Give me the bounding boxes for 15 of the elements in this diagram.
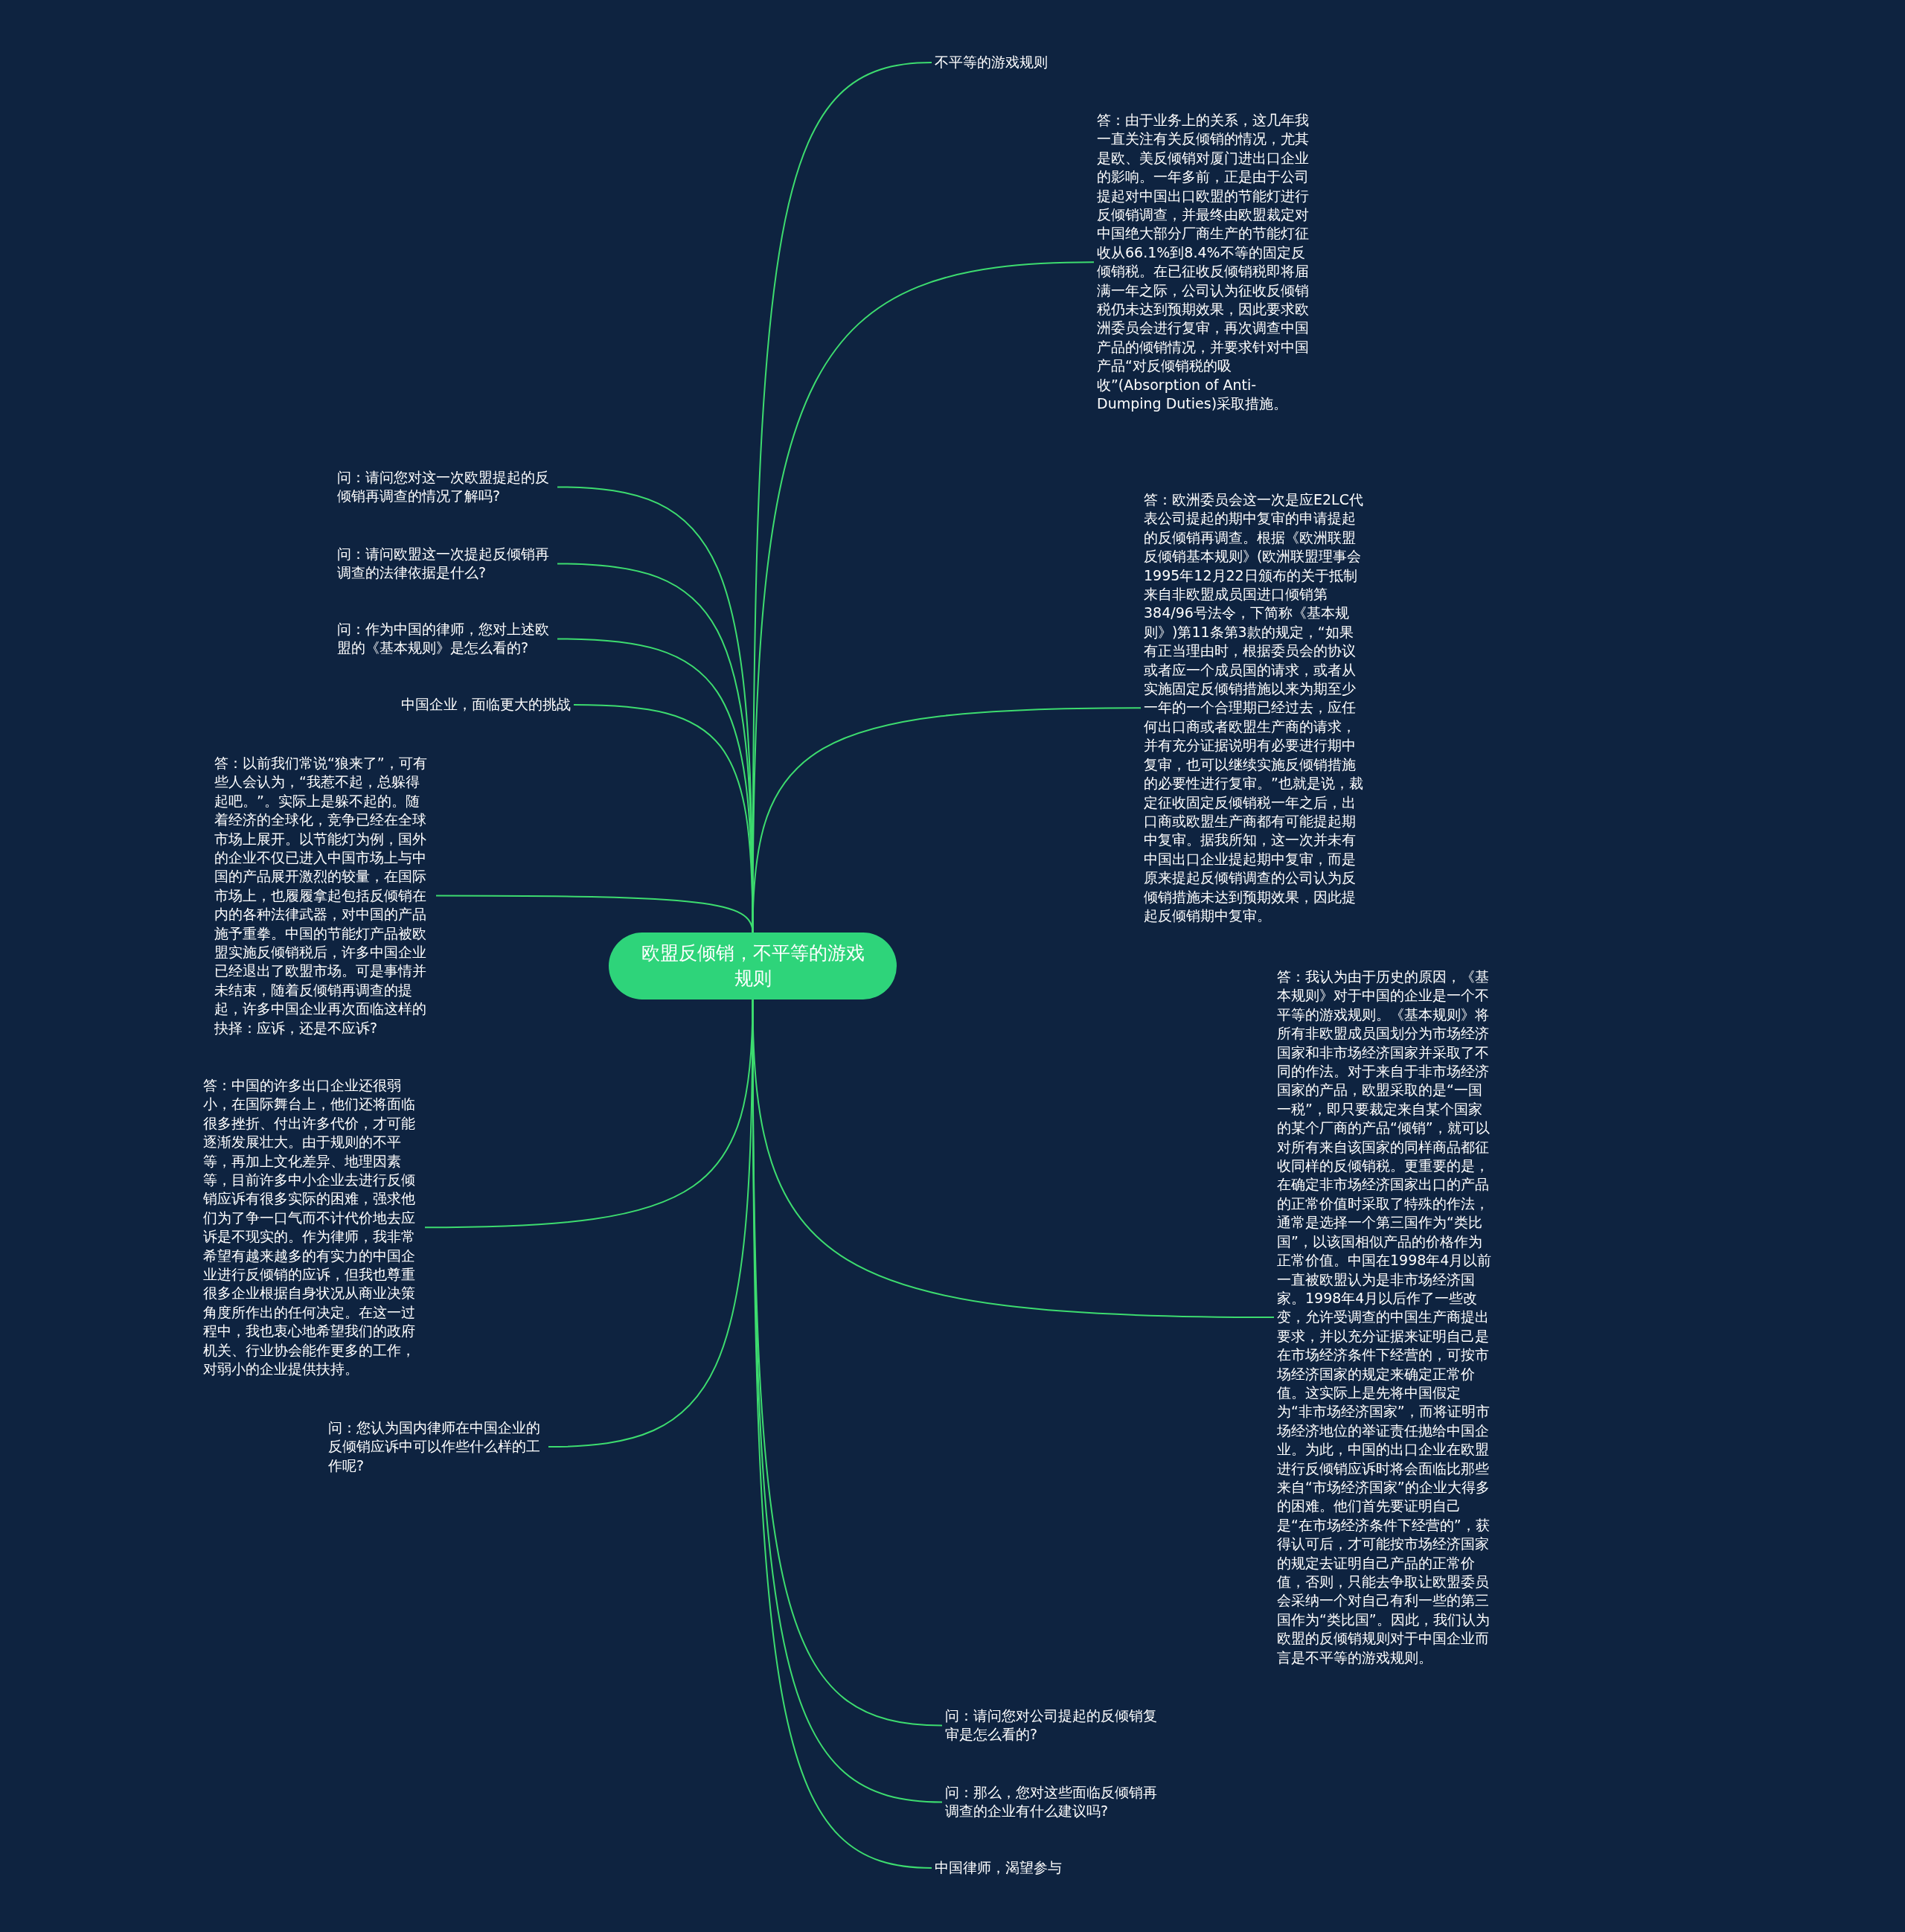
- topic-text: 中国企业，面临更大的挑战: [401, 695, 571, 714]
- topic-text: 不平等的游戏规则: [935, 53, 1048, 72]
- topic-text: 问：请问您对这一次欧盟提起的反倾销再调查的情况了解吗?: [337, 468, 554, 506]
- topic-text: 答：由于业务上的关系，这几年我一直关注有关反倾销的情况，尤其是欧、美反倾销对厦门进出口企业的影响。一年多前，正是由于公司提起对中国出口欧盟的节能灯进行反倾销调查，并最终由欧盟裁定对中国绝大部分厂商生产的节能灯征收从66.1%到8.4%不等的固定反倾销税。在已征收反倾销税即将届满一年之际，公司认为征收反倾销税仍未达到预期效果，因此要求欧洲委员会进行复审，再次调查中国产品的倾销情况，并要求针对中国产品“对反倾销税的吸收”(Absorption of Anti-Dumping Duties)采取措施。: [1097, 111, 1317, 414]
- topic-text: 问：作为中国的律师，您对上述欧盟的《基本规则》是怎么看的?: [337, 620, 554, 658]
- topic-text: 问：您认为国内律师在中国企业的反倾销应诉中可以作些什么样的工作呢?: [328, 1418, 545, 1476]
- topic-text: 答：以前我们常说“狼来了”，可有些人会认为，“我惹不起，总躲得起吧。”。实际上是躲不起的。随着经济的全球化，竞争已经在全球市场上展开。以节能灯为例，国外的企业不仅已进入中国市场上与中国的产品展开激烈的较量，在国际市场上，也履履拿起包括反倾销在内的各种法律武器，对中国的产品施予重拳。中国的节能灯产品被欧盟实施反倾销税后，许多中国企业已经退出了欧盟市场。可是事情并未结束，随着反倾销再调查的提起，许多中国企业再次面临这样的抉择：应诉，还是不应诉?: [214, 754, 433, 1038]
- topic-text: 答：中国的许多出口企业还很弱小，在国际舞台上，他们还将面临很多挫折、付出许多代价，才可能逐渐发展壮大。由于规则的不平等，再加上文化差异、地理因素等，目前许多中小企业去进行反倾销应诉有很多实际的困难，强求他们为了争一口气而不计代价地去应诉是不现实的。作为律师，我非常希望有越来越多的有实力的中国企业进行反倾销的应诉，但我也尊重很多企业根据自身状况从商业决策角度所作出的任何决定。在这一过程中，我也衷心地希望我们的政府机关、行业协会能作更多的工作，对弱小的企业提供扶持。: [203, 1076, 422, 1379]
- topic-text: 问：那么，您对这些面临反倾销再调查的企业有什么建议吗?: [945, 1783, 1162, 1821]
- topic-text: 答：我认为由于历史的原因，《基本规则》对于中国的企业是一个不平等的游戏规则。《基本规则》将所有非欧盟成员国划分为市场经济国家和非市场经济国家并采取了不同的作法。对于来自于非市场经济国家的产品，欧盟采取的是“一国一税”，即只要裁定来自某个国家的某个厂商的产品“倾销”，就可以对所有来自该国家的同样商品都征收同样的反倾销税。更重要的是，在确定非市场经济国家出口的产品的正常价值时采取了特殊的作法，通常是选择一个第三国作为“类比国”，以该国相似产品的价格作为正常价值。中国在1998年4月以前一直被欧盟认为是非市场经济国家。1998年4月以后作了一些改变，允许受调查的中国生产商提出要求，并以充分证据来证明自己是在市场经济条件下经营的，可按市场经济国家的规定来确定正常价值。这实际上是先将中国假定为“非市场经济国家”，而将证明市场经济地位的举证责任抛给中国企业。为此，中国的出口企业在欧盟进行反倾销应诉时将会面临比那些来自“市场经济国家”的企业大得多的困难。他们首先要证明自己是“在市场经济条件下经营的”，获得认可后，才可能按市场经济国家的规定去证明自己产品的正常价值，否则，只能去争取让欧盟委员会采纳一个对自己有利一些的第三国作为“类比国”。因此，我们认为欧盟的反倾销规则对于中国企业而言是不平等的游戏规则。: [1277, 967, 1496, 1668]
- topic-text: 答：欧洲委员会这一次是应E2LC代表公司提起的期中复审的申请提起的反倾销再调查。根据《欧洲联盟反倾销基本规则》(欧洲联盟理事会1995年12月22日颁布的关于抵制来自非欧盟成员国进口倾销第384/96号法令，下简称《基本规则》)第11条第3款的规定，“如果有正当理由时，根据委员会的协议或者应一个成员国的请求，或者从实施固定反倾销措施以来为期至少一年的一个合理期已经过去，应任何出口商或者欧盟生产商的请求，并有充分证据说明有必要进行期中复审，也可以继续实施反倾销措施的必要性进行复审。”也就是说，裁定征收固定反倾销税一年之后，出口商或欧盟生产商都有可能提起期中复审。据我所知，这一次并未有中国出口企业提起期中复审，而是原来提起反倾销调查的公司认为反倾销措施未达到预期效果，因此提起反倾销期中复审。: [1144, 490, 1367, 926]
- central-topic-pill: 欧盟反倾销，不平等的游戏规则: [609, 933, 897, 999]
- topic-text: 问：请问您对公司提起的反倾销复审是怎么看的?: [945, 1707, 1162, 1744]
- topic-text: 问：请问欧盟这一次提起反倾销再调查的法律依据是什么?: [337, 545, 554, 583]
- topic-text: 中国律师，渴望参与: [935, 1858, 1062, 1878]
